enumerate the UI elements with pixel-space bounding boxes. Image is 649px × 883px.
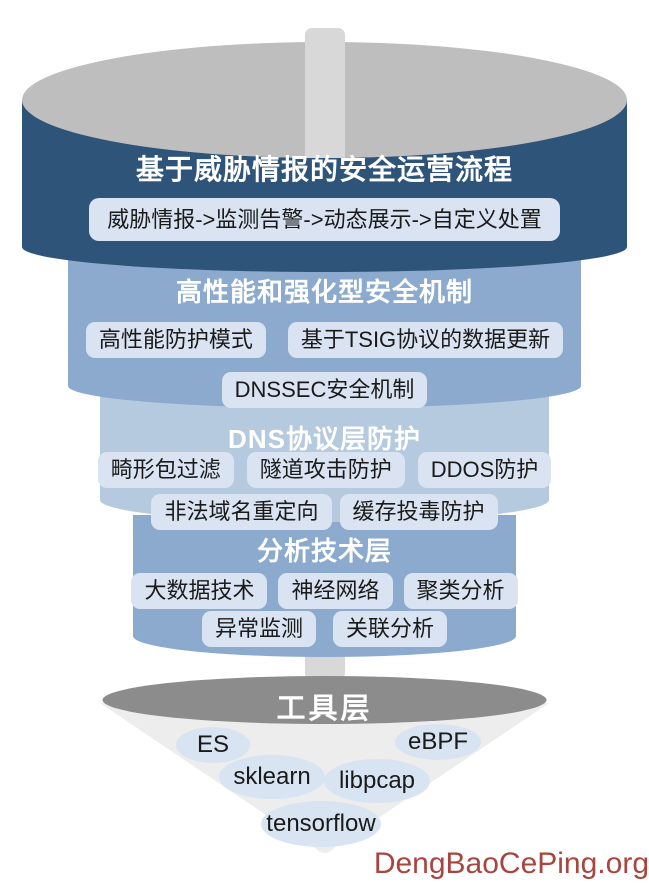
- layer4-pill-row-2: 异常监测 关联分析: [0, 611, 649, 647]
- pill-tsig-data-update: 基于TSIG协议的数据更新: [287, 322, 564, 358]
- pill-anomaly-monitoring: 异常监测: [201, 611, 316, 647]
- layer4-pill-row-1: 大数据技术 神经网络 聚类分析: [0, 573, 649, 609]
- pill-neural-network: 神经网络: [278, 573, 393, 609]
- pill-threat-intel-flow: 威胁情报->监测告警->动态展示->自定义处置: [89, 198, 560, 241]
- layer2-pill-row-1: 高性能防护模式 基于TSIG协议的数据更新: [0, 322, 649, 358]
- pill-cache-poisoning-protection: 缓存投毒防护: [339, 494, 498, 530]
- pill-dnssec: DNSSEC安全机制: [221, 372, 428, 408]
- watermark-text: DengBaoCePing.org: [373, 847, 649, 880]
- layer2-title: 高性能和强化型安全机制: [175, 277, 473, 307]
- layer4-title: 分析技术层: [256, 536, 392, 566]
- pill-illegal-domain-redirect: 非法域名重定向: [151, 494, 332, 530]
- bubble-sklearn: [219, 755, 325, 799]
- pill-malformed-packet-filter: 畸形包过滤: [97, 452, 234, 488]
- layer3-title: DNS协议层防护: [228, 424, 421, 454]
- tool-label-sklearn: sklearn: [233, 763, 311, 790]
- layer1-title: 基于威胁情报的安全运营流程: [135, 154, 513, 185]
- pill-high-performance-mode: 高性能防护模式: [85, 322, 266, 358]
- layer2-pill-row-2: DNSSEC安全机制: [0, 372, 649, 408]
- tools-layer-ellipse: [102, 676, 547, 724]
- tool-label-tensorflow: tensorflow: [266, 810, 376, 837]
- layer3-pill-row-1: 畸形包过滤 隧道攻击防护 DDOS防护: [0, 452, 649, 488]
- tools-layer-title: 工具层: [276, 693, 373, 725]
- layer1-pill-row: 威胁情报->监测告警->动态展示->自定义处置: [0, 198, 649, 241]
- tool-label-es: ES: [196, 731, 230, 758]
- pill-cluster-analysis: 聚类分析: [403, 573, 518, 609]
- pill-tunnel-attack-protection: 隧道攻击防护: [246, 452, 405, 488]
- bubble-ebpf: [395, 724, 481, 760]
- bubble-libpcap: [324, 759, 430, 803]
- pill-big-data: 大数据技术: [131, 573, 268, 609]
- layer3-pill-row-2: 非法域名重定向 缓存投毒防护: [0, 494, 649, 530]
- pill-correlation-analysis: 关联分析: [333, 611, 448, 647]
- tool-label-ebpf: eBPF: [407, 728, 469, 755]
- pill-ddos-protection: DDOS防护: [417, 452, 552, 488]
- bubble-es: [176, 727, 250, 763]
- tool-label-libpcap: libpcap: [338, 767, 416, 794]
- bubble-tensorflow: [261, 801, 381, 847]
